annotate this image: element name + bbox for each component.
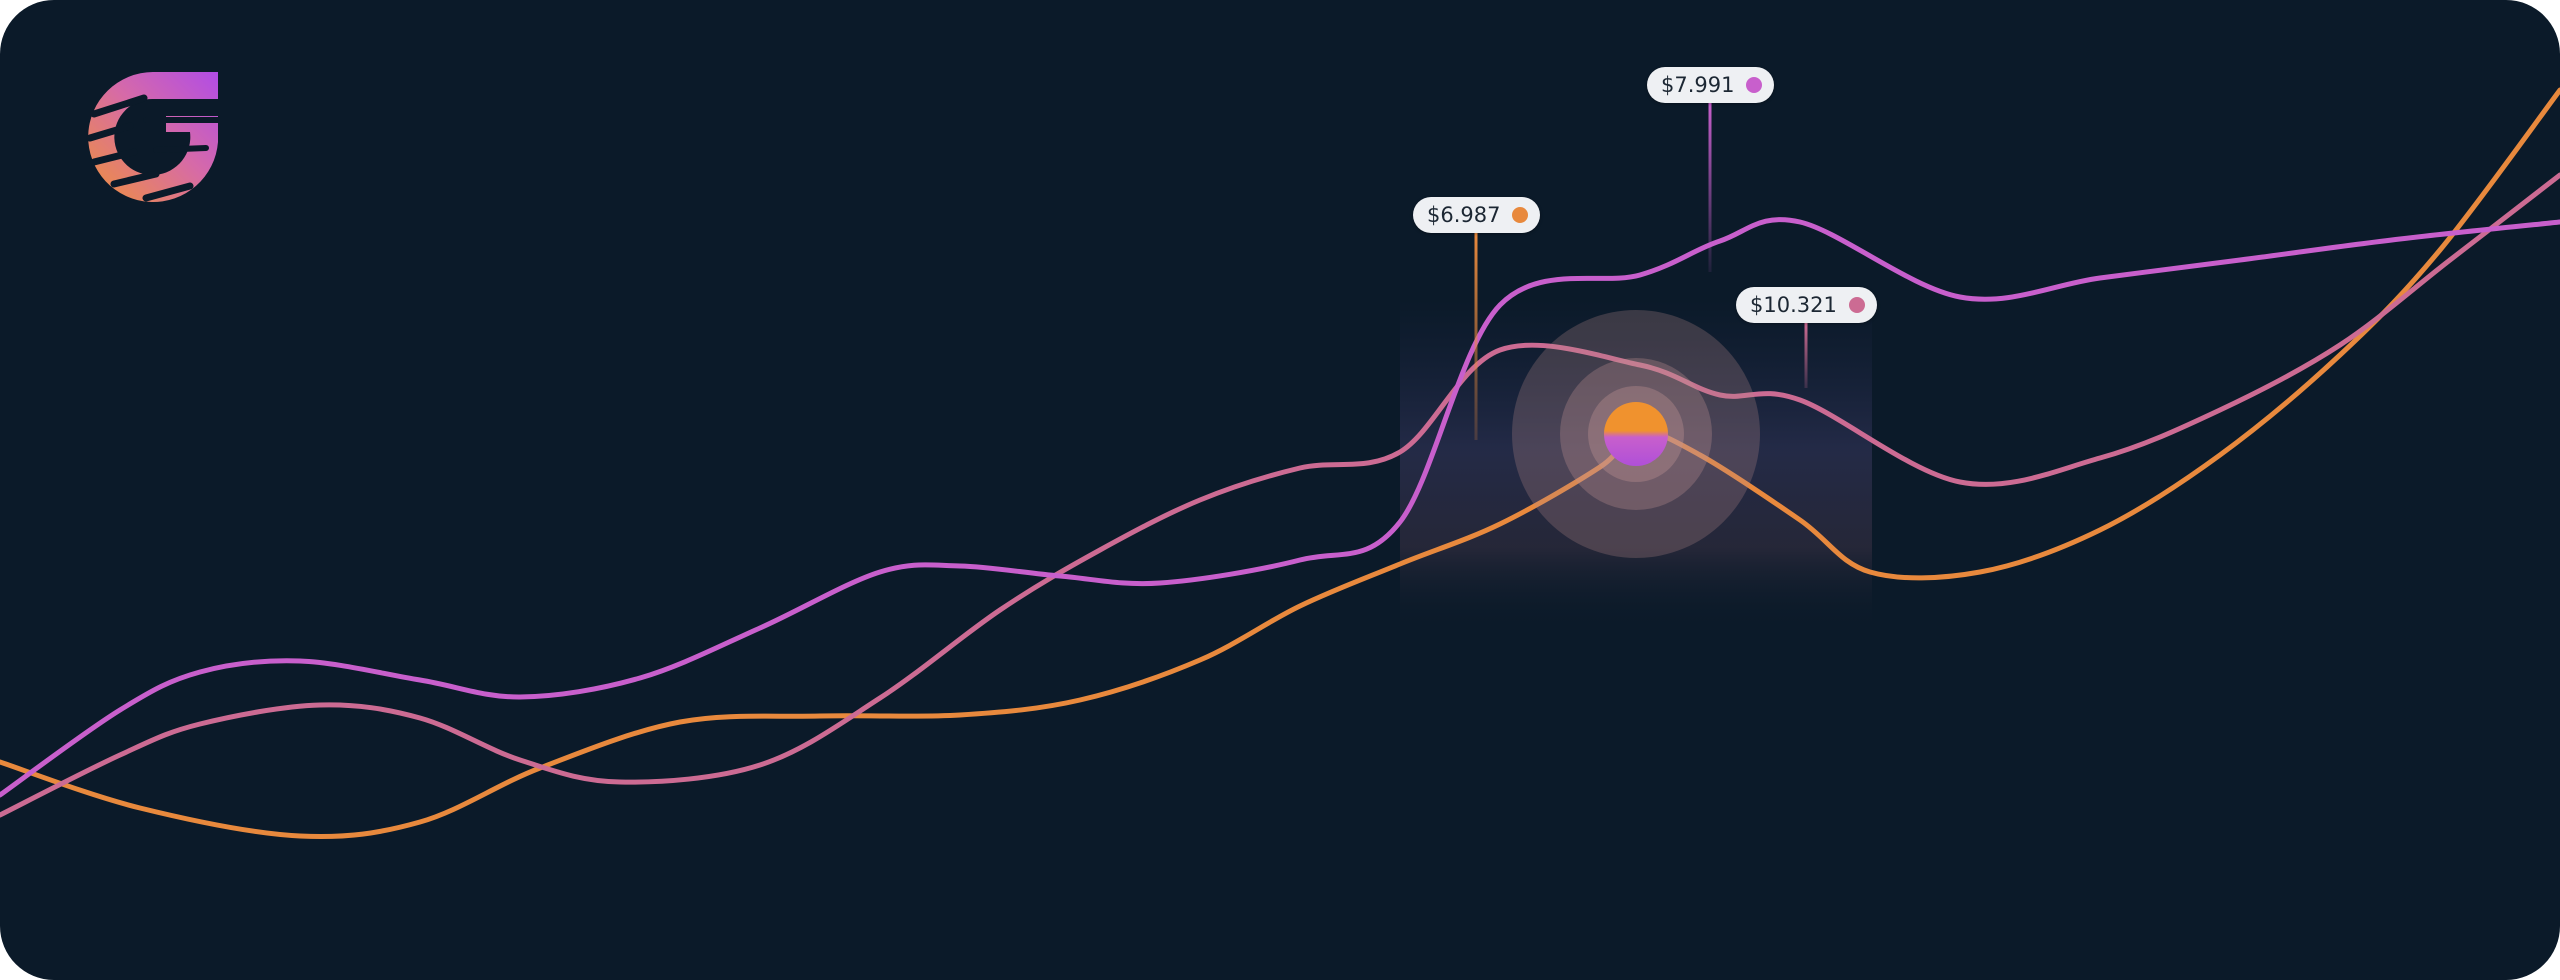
value-label-text: $7.991: [1661, 73, 1735, 97]
series-dot-icon: [1512, 207, 1529, 223]
label-stem-magenta: [1708, 103, 1712, 272]
value-label-text: $6.987: [1427, 203, 1501, 227]
series-line-magenta: [0, 217, 2560, 798]
label-stems: [1474, 103, 1808, 440]
label-stem-orange: [1474, 233, 1478, 440]
label-stem-pink: [1804, 323, 1808, 388]
brand-logo-icon: [86, 72, 220, 202]
value-label-orange: $6.987: [1413, 197, 1541, 233]
series-dot-icon: [1848, 297, 1865, 313]
focus-point[interactable]: [1604, 402, 1668, 466]
value-label-text: $10.321: [1750, 293, 1837, 317]
series-dot-icon: [1746, 77, 1763, 93]
value-label-magenta: $7.991: [1647, 67, 1775, 103]
focus-highlight: [1512, 310, 1760, 558]
series-line-pink: [0, 172, 2560, 818]
series-line-orange: [0, 87, 2560, 840]
series-layer: [0, 87, 2560, 840]
value-label-pink: $10.321: [1736, 287, 1877, 323]
